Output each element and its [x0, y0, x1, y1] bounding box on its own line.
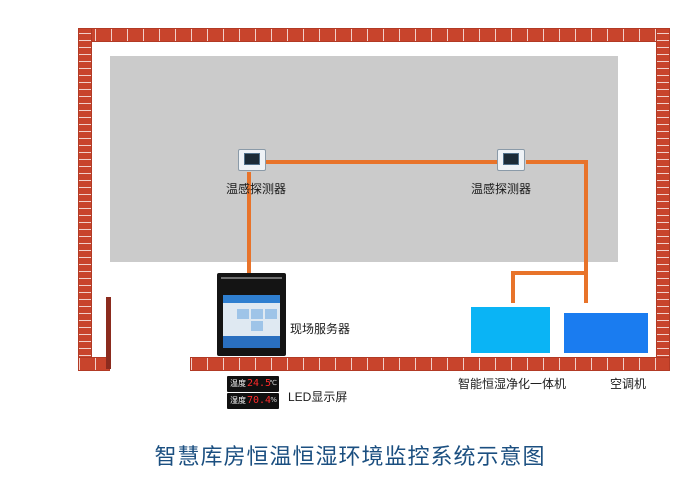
- led-temp-unit: ℃: [269, 379, 277, 387]
- led-humidity-value: 70.4: [247, 395, 272, 406]
- diagram-title: 智慧库房恒温恒湿环境监控系统示意图: [154, 444, 546, 469]
- touch-screen-server-icon: [217, 273, 286, 356]
- led-display-humidity: 湿度 70.4 %: [227, 393, 279, 409]
- purifier-label: 智能恒湿净化一体机: [458, 377, 567, 391]
- cable-to-units: [526, 160, 588, 303]
- wall-left: [78, 28, 92, 371]
- led-humidity-label: 湿度: [230, 396, 246, 405]
- led-label: LED显示屏: [288, 390, 348, 404]
- air-conditioner-unit: [564, 313, 648, 353]
- sensor-label-right: 温感探测器: [471, 182, 532, 196]
- temperature-sensor-icon: [238, 149, 266, 171]
- door: [106, 297, 111, 369]
- storage-room-floor: [110, 56, 618, 262]
- led-temp-value: 24.5: [247, 378, 272, 389]
- temperature-sensor-icon: [497, 149, 525, 171]
- led-temp-label: 温度: [230, 379, 246, 388]
- wall-bottom-left: [78, 357, 110, 371]
- led-display-icon: 温度 24.5 ℃: [227, 376, 279, 392]
- wall-right: [656, 28, 670, 371]
- humidity-purifier-unit: [471, 307, 550, 353]
- sensor-label-left: 温感探测器: [226, 182, 287, 196]
- wall-top: [78, 28, 670, 42]
- cable-branch-purifier: [511, 271, 586, 303]
- led-humidity-unit: %: [270, 396, 277, 404]
- wall-bottom-right: [190, 357, 670, 371]
- aircon-label: 空调机: [610, 377, 647, 391]
- server-label: 现场服务器: [290, 322, 351, 336]
